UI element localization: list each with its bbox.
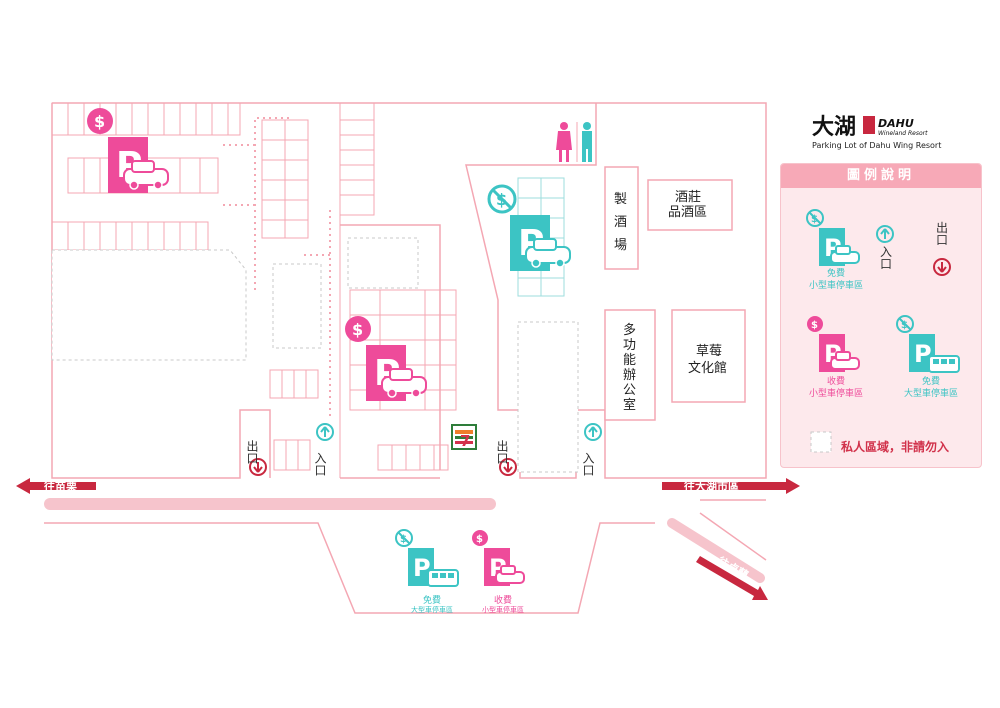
road-label-dahu: 往大湖市區 [684,479,739,493]
legend-paid-small-line-1: 收費 [826,377,845,387]
brand-logo: 大湖 DAHU Wineland Resort Parking Lot of D… [812,115,941,150]
winery-char-1: 製 [614,192,627,207]
entrance-icon-2 [584,423,602,441]
office-building [604,309,656,421]
office-char-4: 辦 [623,368,636,383]
legend-title: 圖例說明 [781,164,981,188]
legend-private-swatch [810,431,832,453]
parking-stalls-top [51,102,457,471]
wine-tasting-line-1: 酒莊 [675,190,701,205]
strawberry-line-1: 草莓 [696,344,722,359]
svg-text:DAHU: DAHU [878,117,914,130]
winery-char-2: 酒 [614,215,627,230]
entrance-icon-1 [316,423,334,441]
buildings [604,166,746,421]
exit-label-1: 出口 [245,440,259,464]
svg-text:Parking Lot of Dahu Wing Resor: Parking Lot of Dahu Wing Resort [812,141,941,150]
restroom-icon [556,122,592,162]
winery-building [604,166,639,270]
bottom-free-line-2: 大型車停車區 [411,605,453,614]
strawberry-line-2: 文化館 [688,361,727,376]
private-areas [51,237,579,473]
paid-parking-icon-2 [344,315,427,402]
legend-free-large-line-2: 大型車停車區 [903,389,958,399]
office-char-6: 室 [623,397,636,413]
legend-private-label: 私人區域，非請勿入 [841,440,950,454]
legend-icons [806,209,960,453]
office-char-3: 能 [623,353,636,368]
legend-entrance-icon [876,225,894,243]
paid-parking-icon-1 [86,107,169,194]
wine-tasting-building [647,179,733,231]
office-char-2: 功 [623,338,636,353]
legend-paid-small-line-2: 小型車停車區 [808,389,863,399]
svg-text:Wineland Resort: Wineland Resort [878,130,928,137]
legend-free-bus-icon [896,315,960,373]
legend-exit-icon [933,258,951,276]
svg-text:大湖: 大湖 [812,115,856,140]
store-number: 7 [460,432,470,450]
bottom-free-bus-icon [395,529,459,587]
office-char-5: 公 [623,383,636,398]
convenience-store-icon [451,424,477,450]
office-char-1: 多 [623,322,636,338]
entrance-label-1: 入口 [313,452,327,476]
winery-char-3: 場 [614,238,627,253]
legend-free-small-line-2: 小型車停車區 [808,281,863,291]
roads [44,498,765,583]
strawberry-building [671,309,746,403]
bottom-paid-line-2: 小型車停車區 [482,605,524,614]
legend-paid-car-icon [806,315,860,373]
wine-tasting-line-2: 品酒區 [668,205,707,220]
flow-arrows [222,117,331,420]
bottom-free-line-1: 免費 [423,594,441,606]
free-parking-icon [487,184,572,273]
bottom-paid-line-1: 收費 [494,594,512,606]
legend-exit-label: 出口 [935,221,948,247]
legend-free-car-icon [806,209,860,267]
entrance-label-2: 入口 [581,452,595,476]
legend-entrance-label: 入口 [879,245,892,271]
legend-free-small-line-1: 免費 [826,269,845,279]
legend-panel: 圖例說明 入口 出口 免費 小型車停車區 收費 小型車停車區 免費 大型車停車區… [780,163,982,468]
road-arrows [16,478,800,600]
exit-label-2: 出口 [495,440,509,464]
road-label-miaoli: 往苗栗 [44,479,77,493]
legend-free-large-line-1: 免費 [921,377,940,387]
bottom-paid-car-icon [471,529,525,587]
